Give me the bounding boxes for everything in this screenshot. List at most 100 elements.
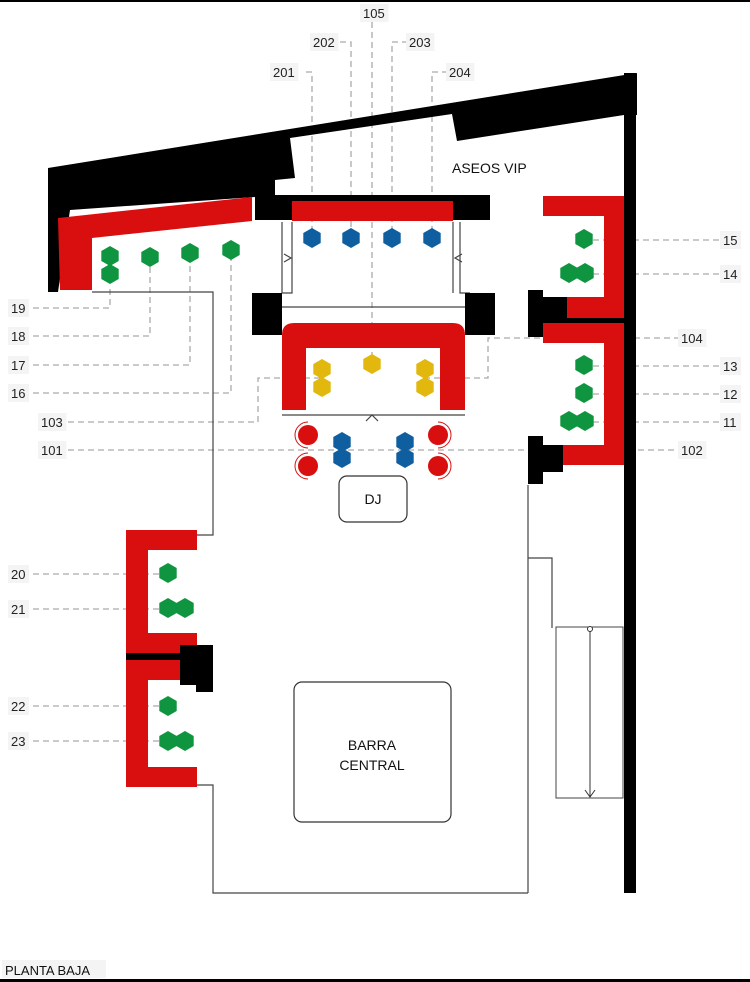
interior-outlines [92, 222, 553, 894]
table-label-17: 17 [11, 358, 25, 373]
table-seat-hexagon[interactable] [383, 228, 401, 248]
top-border [0, 0, 750, 2]
vip-restrooms-label: ASEOS VIP [452, 160, 527, 176]
table-label-bg [8, 299, 29, 317]
table-seat-hexagon[interactable] [560, 263, 578, 283]
table-label-15: 15 [723, 233, 737, 248]
table-101[interactable] [333, 432, 351, 468]
table-label-bg [360, 4, 389, 22]
table-202[interactable] [342, 228, 360, 248]
table-19[interactable] [101, 246, 119, 284]
table-label-bg [38, 413, 67, 431]
table-seat-hexagon[interactable] [313, 359, 331, 379]
table-label-201: 201 [273, 65, 295, 80]
dj-seat-arc [294, 421, 309, 449]
tables[interactable] [101, 228, 594, 751]
table-21[interactable] [159, 598, 194, 618]
dj-booth[interactable]: DJ [338, 475, 408, 523]
bottom-border [0, 979, 750, 982]
table-11[interactable] [560, 411, 594, 431]
table-15[interactable] [575, 229, 593, 249]
dj-seat-arc [294, 452, 309, 480]
table-22[interactable] [159, 696, 177, 716]
dj-seat [428, 456, 448, 476]
table-seat-hexagon[interactable] [159, 563, 177, 583]
table-18[interactable] [141, 247, 159, 267]
table-seat-hexagon[interactable] [313, 377, 331, 397]
table-seat-hexagon[interactable] [342, 228, 360, 248]
table-seat-hexagon[interactable] [416, 377, 434, 397]
table-label-13: 13 [723, 359, 737, 374]
plan-title: PLANTA BAJA [5, 963, 90, 978]
table-seat-hexagon[interactable] [181, 243, 199, 263]
table-seat-hexagon[interactable] [141, 247, 159, 267]
table-14[interactable] [560, 263, 594, 283]
table-label-12: 12 [723, 387, 737, 402]
table-seat-hexagon[interactable] [176, 731, 194, 751]
table-104[interactable] [416, 359, 434, 397]
table-seat-hexagon[interactable] [101, 264, 119, 284]
table-label-202: 202 [313, 35, 335, 50]
table-102[interactable] [396, 432, 414, 468]
table-labels: 1918171610310120212223151410413121110210… [8, 4, 741, 750]
table-seat-hexagon[interactable] [396, 448, 414, 468]
table-seat-hexagon[interactable] [333, 448, 351, 468]
table-12[interactable] [575, 383, 593, 403]
table-label-105: 105 [363, 6, 385, 21]
table-seat-hexagon[interactable] [575, 355, 593, 375]
table-seat-hexagon[interactable] [222, 240, 240, 260]
table-label-204: 204 [449, 65, 471, 80]
table-label-bg [720, 265, 741, 283]
table-label-bg [8, 384, 29, 402]
table-label-104: 104 [681, 331, 703, 346]
table-23[interactable] [159, 731, 194, 751]
table-seat-hexagon[interactable] [423, 228, 441, 248]
bar-label-line2: CENTRAL [339, 757, 405, 773]
table-20[interactable] [159, 563, 177, 583]
central-bar[interactable]: BARRA CENTRAL [293, 681, 452, 823]
table-204[interactable] [423, 228, 441, 248]
table-seat-hexagon[interactable] [159, 598, 177, 618]
dj-seat [298, 456, 318, 476]
table-seat-hexagon[interactable] [159, 731, 177, 751]
table-seat-hexagon[interactable] [176, 598, 194, 618]
table-label-18: 18 [11, 329, 25, 344]
table-105[interactable] [363, 354, 381, 374]
table-label-bg [446, 63, 475, 81]
table-17[interactable] [181, 243, 199, 263]
table-label-bg [8, 565, 29, 583]
sofas [58, 196, 624, 787]
table-label-203: 203 [409, 35, 431, 50]
dj-seats [294, 421, 452, 480]
table-seat-hexagon[interactable] [560, 411, 578, 431]
table-seat-hexagon[interactable] [159, 696, 177, 716]
table-label-bg [720, 231, 741, 249]
table-seat-hexagon[interactable] [396, 432, 414, 452]
table-label-14: 14 [723, 267, 737, 282]
table-label-101: 101 [41, 443, 63, 458]
dj-seat-arc [437, 421, 452, 449]
table-16[interactable] [222, 240, 240, 260]
table-103[interactable] [313, 359, 331, 397]
table-label-bg [720, 385, 741, 403]
table-seat-hexagon[interactable] [303, 228, 321, 248]
table-label-bg [8, 356, 29, 374]
table-label-21: 21 [11, 602, 25, 617]
table-seat-hexagon[interactable] [576, 411, 594, 431]
table-seat-hexagon[interactable] [575, 229, 593, 249]
table-label-19: 19 [11, 301, 25, 316]
table-seat-hexagon[interactable] [416, 359, 434, 379]
table-seat-hexagon[interactable] [333, 432, 351, 452]
staircase[interactable] [555, 626, 624, 799]
table-label-103: 103 [41, 415, 63, 430]
table-201[interactable] [303, 228, 321, 248]
table-label-bg [8, 327, 29, 345]
dj-seat [428, 425, 448, 445]
table-seat-hexagon[interactable] [101, 246, 119, 266]
table-seat-hexagon[interactable] [363, 354, 381, 374]
table-203[interactable] [383, 228, 401, 248]
table-13[interactable] [575, 355, 593, 375]
table-seat-hexagon[interactable] [575, 383, 593, 403]
table-label-102: 102 [681, 443, 703, 458]
table-seat-hexagon[interactable] [576, 263, 594, 283]
